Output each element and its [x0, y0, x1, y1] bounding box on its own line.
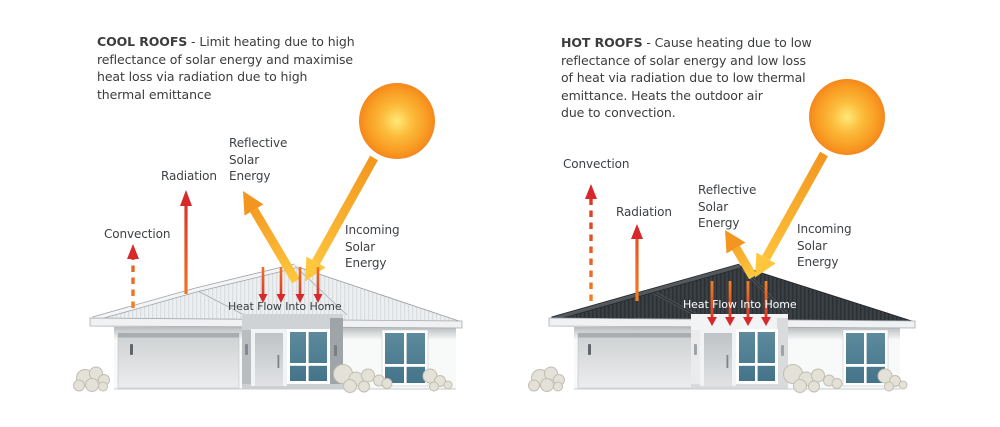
hot-roofs-description: - Cause heating due to low reflectance o… [561, 35, 812, 120]
label-reflective-solar-cool: Reflective Solar Energy [229, 136, 288, 183]
window [381, 329, 429, 387]
convection-arrow-cool [127, 244, 139, 308]
wall-vents [130, 344, 337, 356]
roof-hot [551, 265, 916, 323]
bushes [73, 364, 453, 393]
reflective-solar-arrow-cool [243, 191, 300, 284]
label-heat-flow-hot: Heat Flow Into Home [683, 298, 797, 311]
label-convection-cool: Convection [104, 227, 171, 241]
entry-portico [691, 314, 788, 389]
garage-door [577, 332, 693, 389]
sun-icon [809, 79, 885, 155]
hot-roof-house [528, 263, 916, 393]
cool-roof-house [73, 263, 463, 393]
sun-icon [359, 83, 435, 159]
label-reflective-solar-hot: Reflective Solar Energy [698, 183, 757, 230]
heat-flow-arrows-cool [258, 267, 323, 303]
hot-roofs-title: HOT ROOFS - Cause heating due to low ref… [561, 34, 846, 122]
cool-roofs-heading: COOL ROOFS [97, 34, 188, 49]
garage-door [117, 332, 240, 389]
label-radiation-hot: Radiation [616, 205, 672, 219]
garage-top-shadow [578, 333, 692, 338]
label-heat-flow-cool: Heat Flow Into Home [228, 300, 342, 313]
label-incoming-solar-cool: Incoming Solar Energy [345, 223, 400, 270]
entry-portico [242, 314, 343, 389]
hot-roofs-heading: HOT ROOFS [561, 35, 643, 50]
wall-vents [588, 344, 784, 356]
label-convection-hot: Convection [563, 157, 630, 171]
heat-flow-arrows-hot [707, 281, 771, 326]
entry-door [700, 329, 736, 386]
portico-window [287, 329, 330, 384]
radiation-arrow-cool [180, 190, 192, 294]
portico-window [736, 329, 778, 384]
cool-roofs-title: COOL ROOFS - Limit heating due to high r… [97, 33, 372, 103]
reflective-solar-arrow-hot [725, 230, 757, 280]
label-radiation-cool: Radiation [161, 169, 217, 183]
label-incoming-solar-hot: Incoming Solar Energy [797, 222, 852, 269]
garage-top-shadow [118, 333, 239, 338]
bushes [528, 364, 908, 393]
incoming-solar-arrow-cool [305, 155, 378, 282]
entry-door [251, 329, 287, 386]
convection-arrow-hot [585, 184, 597, 301]
radiation-arrow-hot [631, 224, 643, 301]
incoming-solar-arrow-hot [755, 151, 828, 278]
cool-roofs-description: - Limit heating due to high reflectance … [97, 34, 355, 102]
